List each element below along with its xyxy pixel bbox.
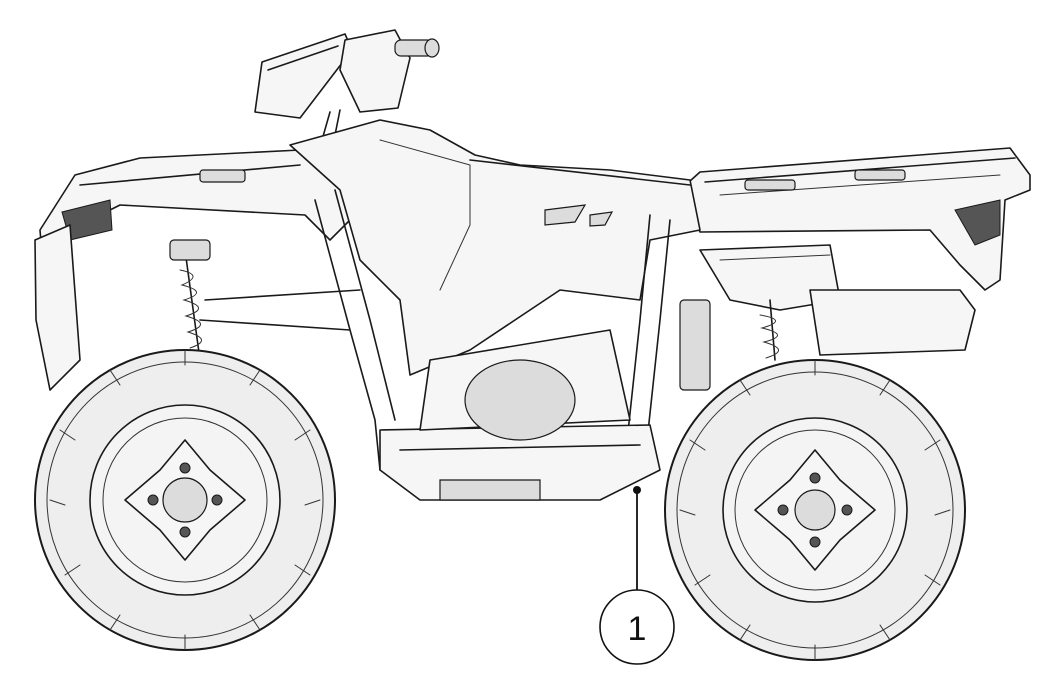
- rear-wheel: [664, 359, 966, 661]
- callout-target-dot: [633, 486, 641, 494]
- rear-shock-and-exhaust: [679, 244, 976, 391]
- front-fender: [34, 149, 356, 391]
- frame: [314, 189, 671, 501]
- callout-number: 1: [628, 610, 647, 648]
- handlebar-assembly: [254, 29, 440, 141]
- front-shock: [169, 239, 361, 361]
- front-wheel: [34, 349, 336, 651]
- rear-fender: [679, 147, 1031, 291]
- callout-1: 1: [599, 486, 675, 665]
- seat-and-tank: [289, 119, 701, 376]
- callout-circle: [599, 589, 675, 665]
